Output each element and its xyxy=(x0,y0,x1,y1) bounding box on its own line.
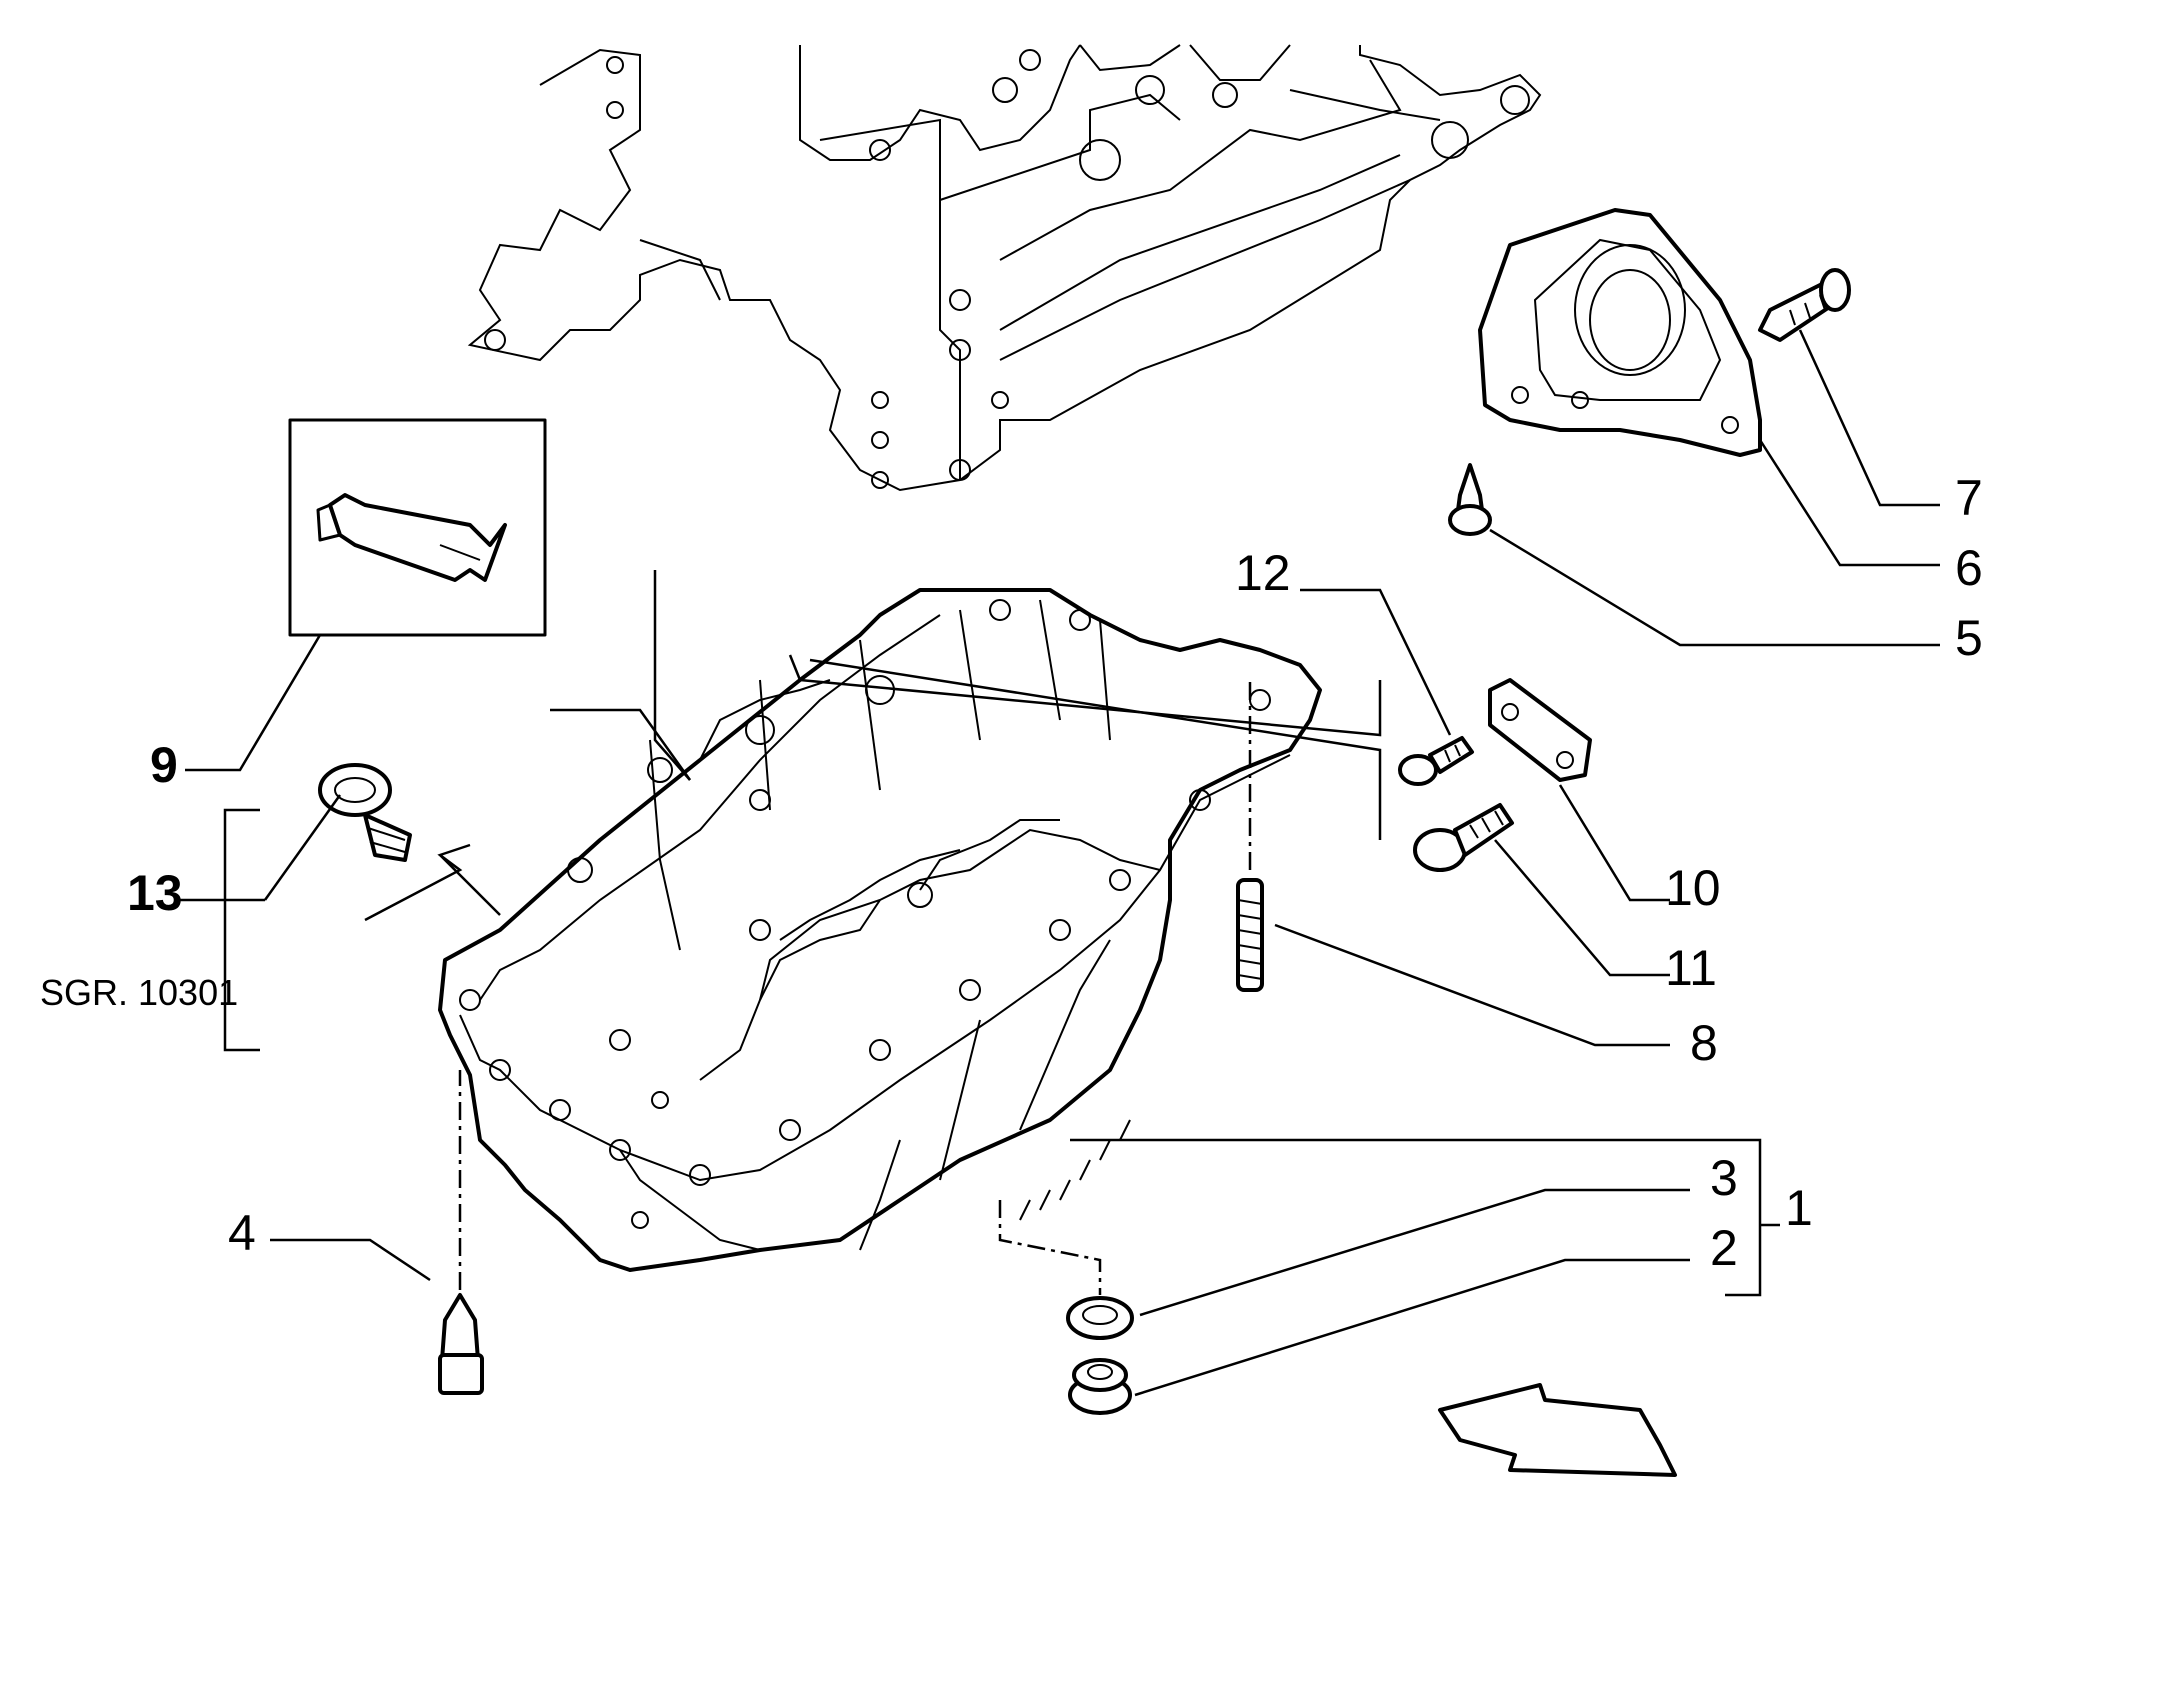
item-11-bolt xyxy=(1413,803,1514,872)
leader-lines xyxy=(180,329,1940,1397)
item-13-plug xyxy=(318,763,412,862)
callouts: 1 2 3 4 5 6 7 8 9 10 11 12 13 SGR. 10301 xyxy=(40,470,1983,1276)
item-8-stud xyxy=(1236,680,1264,992)
callout-13: 13 xyxy=(127,865,183,921)
callout-10: 10 xyxy=(1665,860,1721,916)
callout-7: 7 xyxy=(1955,470,1983,526)
engine-block-drawing xyxy=(467,44,1542,492)
callout-9: 9 xyxy=(150,737,178,793)
item-6-cover xyxy=(1478,208,1762,457)
item-10-plate xyxy=(1488,678,1592,782)
gasket-line xyxy=(364,570,1382,922)
direction-arrow xyxy=(1438,1383,1677,1477)
oil-sump xyxy=(438,588,1322,1272)
item-2-drain-plug xyxy=(1068,1358,1132,1415)
callout-3: 3 xyxy=(1710,1150,1738,1206)
callout-12: 12 xyxy=(1235,545,1291,601)
callout-8: 8 xyxy=(1690,1015,1718,1071)
callout-6: 6 xyxy=(1955,540,1983,596)
callout-1: 1 xyxy=(1785,1180,1813,1236)
item-4-screw xyxy=(438,1070,484,1395)
item-7-bolt xyxy=(1758,268,1851,342)
callout-4: 4 xyxy=(228,1205,256,1261)
item-12-bolt xyxy=(1398,736,1474,786)
callout-2: 2 xyxy=(1710,1220,1738,1276)
callout-11: 11 xyxy=(1665,940,1717,996)
item-5-screw xyxy=(1448,463,1492,536)
sealant-tube-box xyxy=(288,418,547,637)
reference-label: SGR. 10301 xyxy=(40,972,238,1013)
callout-5: 5 xyxy=(1955,610,1983,666)
item-3-washer xyxy=(998,1200,1134,1340)
